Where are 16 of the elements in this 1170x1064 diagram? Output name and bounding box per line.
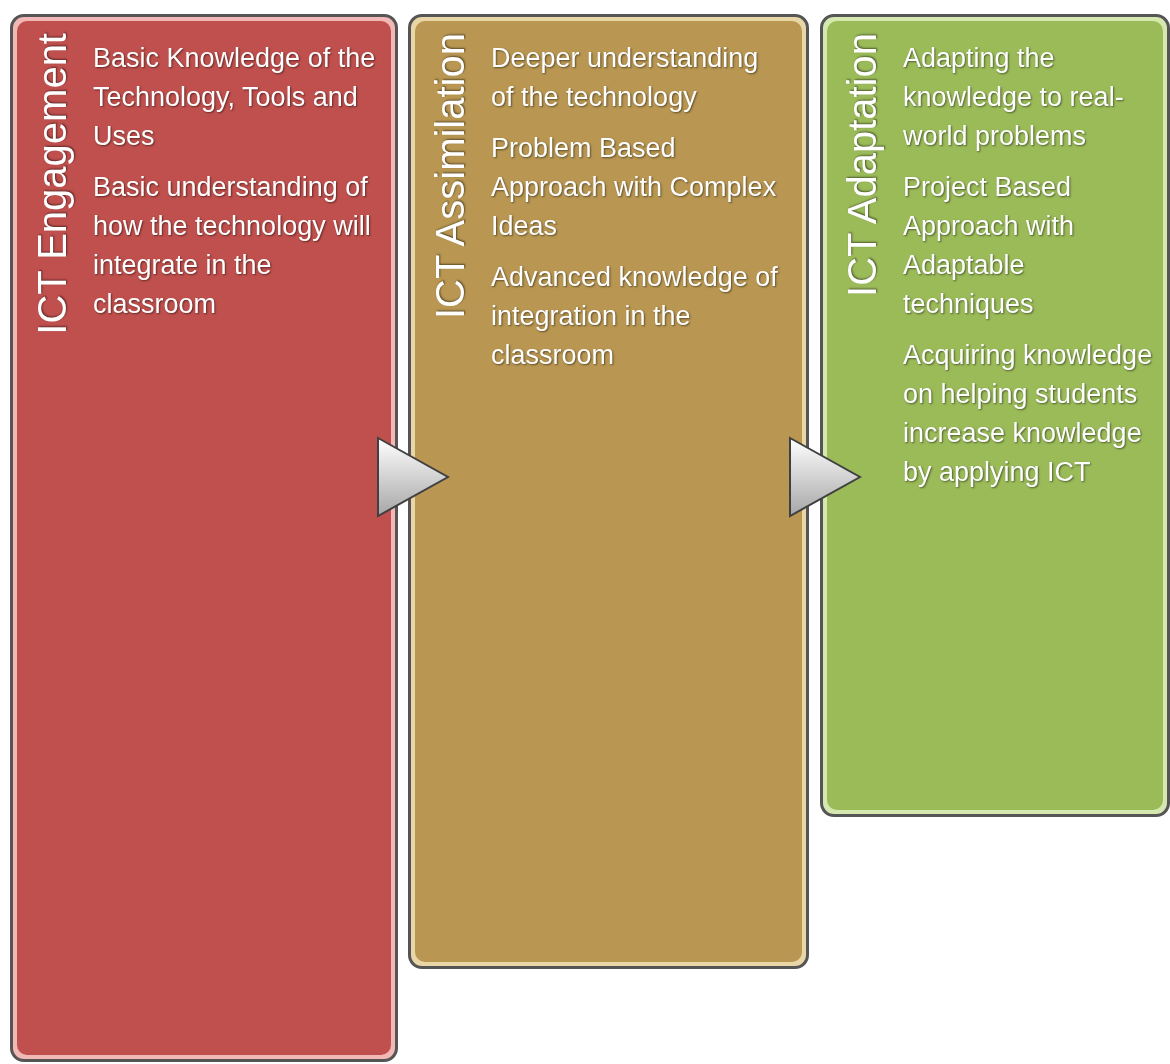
stage-heading: ICT Assimilation bbox=[427, 33, 473, 321]
stage-point: Adapting the knowledge to real-world problems bbox=[903, 42, 1125, 153]
stage-point: Basic understanding of how the technology will integrate in the classroom bbox=[93, 171, 372, 321]
stage-panel bbox=[408, 14, 809, 969]
stage-point: Problem Based Approach with Complex Ideas bbox=[491, 132, 778, 243]
stage-heading: ICT Engagement bbox=[29, 33, 75, 337]
stage-point: Acquiring knowledge on helping students increase knowledge by applying ICT bbox=[903, 339, 1154, 489]
chevron-arrow bbox=[377, 437, 449, 517]
stage-heading: ICT Adaptation bbox=[839, 33, 885, 299]
stage-panel bbox=[10, 14, 398, 1062]
stage-point: Advanced knowledge of integration in the classroom bbox=[491, 261, 779, 372]
stage-point: Basic Knowledge of the Technology, Tools and Uses bbox=[93, 42, 377, 153]
stage-point: Project Based Approach with Adaptable techniques bbox=[903, 171, 1076, 321]
stage-point: Deeper understanding of the technology bbox=[491, 42, 760, 114]
stage-panel bbox=[820, 14, 1170, 817]
chevron-arrow bbox=[789, 437, 861, 517]
